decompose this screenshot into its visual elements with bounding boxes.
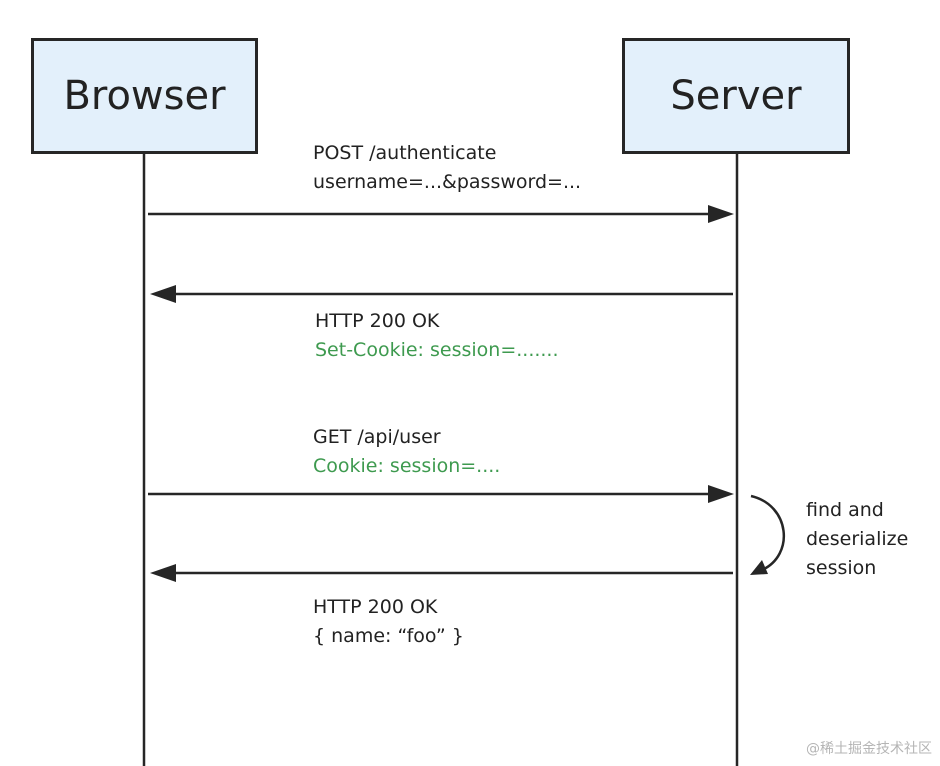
- note-line: deserialize: [806, 528, 909, 550]
- message-api-user: GET /api/user Cookie: session=....: [313, 423, 500, 481]
- cookie-line: Cookie: session=....: [313, 455, 501, 477]
- browser-actor-label: Browser: [63, 73, 226, 119]
- note-line: find and: [806, 499, 884, 521]
- message-line: username=...&password=...: [313, 171, 582, 193]
- note-line: session: [806, 557, 877, 579]
- message-line: HTTP 200 OK: [315, 310, 440, 332]
- server-note: find and deserialize session: [806, 496, 908, 583]
- request-arrow-api-user: [148, 485, 734, 503]
- response-arrow-set-cookie: [150, 285, 733, 303]
- set-cookie-line: Set-Cookie: session=.......: [315, 339, 559, 361]
- server-actor-label: Server: [670, 73, 802, 119]
- message-line: GET /api/user: [313, 426, 441, 448]
- message-set-cookie-response: HTTP 200 OK Set-Cookie: session=.......: [315, 307, 559, 365]
- message-line: { name: “foo” }: [313, 625, 464, 647]
- message-line: POST /authenticate: [313, 142, 497, 164]
- message-authenticate: POST /authenticate username=...&password…: [313, 139, 581, 197]
- self-process-arrow: [750, 494, 785, 575]
- server-actor-box: Server: [622, 38, 850, 154]
- browser-actor-box: Browser: [31, 38, 258, 154]
- response-arrow-user-data: [150, 564, 733, 582]
- request-arrow-authenticate: [148, 205, 734, 223]
- watermark: @稀土掘金技术社区: [806, 741, 932, 757]
- message-user-response: HTTP 200 OK { name: “foo” }: [313, 593, 464, 651]
- message-line: HTTP 200 OK: [313, 596, 438, 618]
